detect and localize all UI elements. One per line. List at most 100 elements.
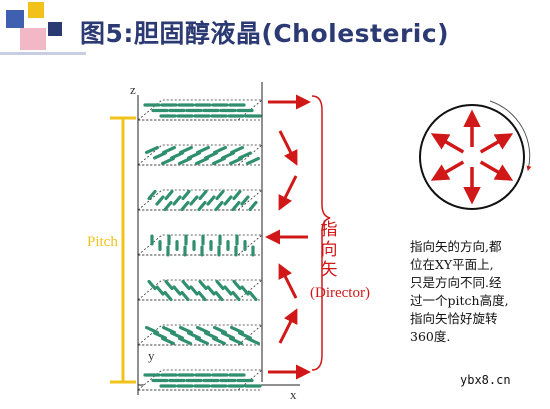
- molecule-rod: [215, 189, 225, 201]
- molecule-rod: [232, 189, 242, 201]
- molecule-layer: [136, 324, 264, 346]
- molecule-rod: [212, 156, 226, 166]
- molecule-rod: [178, 336, 192, 346]
- molecule-layer: [136, 279, 264, 302]
- molecule-rod: [180, 200, 190, 212]
- molecule-rod: [172, 285, 182, 296]
- molecule-rod: [229, 336, 243, 346]
- molecule-rod: [155, 195, 165, 206]
- molecule-layer: [136, 99, 264, 121]
- molecule-rod: [248, 200, 258, 212]
- molecule-rod: [187, 331, 201, 340]
- description-line: 指向矢恰好旋转: [410, 311, 498, 326]
- molecule-rod: [162, 325, 176, 335]
- molecule-rod: [145, 145, 159, 155]
- axis-z-label: z: [130, 82, 136, 97]
- rotation-circle: [419, 104, 525, 210]
- molecule-rod: [198, 279, 208, 291]
- director-char: 矢: [320, 260, 338, 280]
- molecule-rod: [164, 279, 174, 291]
- molecule-rod: [206, 285, 216, 296]
- director-arrows: [265, 94, 311, 380]
- axis-y-label: y: [148, 348, 155, 363]
- molecule-rod: [161, 156, 175, 166]
- molecule-rod: [189, 195, 199, 206]
- molecule-rod: [189, 285, 199, 296]
- molecule-rod: [221, 331, 235, 340]
- description-text: 指向矢的方向,都 位在XY平面上, 只是方向不同.经 过一个pitch高度, 指…: [410, 238, 540, 346]
- circle-arrow: [430, 133, 465, 154]
- molecule-rod: [248, 290, 258, 302]
- molecule-rod: [179, 325, 193, 335]
- circle-arrow: [479, 133, 514, 154]
- molecule-rod: [215, 279, 225, 291]
- molecule-rod: [213, 325, 227, 335]
- director-arrow: [278, 263, 298, 299]
- molecule-rod: [238, 331, 252, 340]
- decor-square-yellow: [28, 2, 44, 18]
- molecule-rod: [197, 290, 207, 302]
- pitch-bracket: [110, 116, 136, 384]
- molecule-rod: [240, 285, 250, 296]
- director-brace: [311, 95, 331, 371]
- description-line: 过一个pitch高度,: [410, 293, 509, 308]
- molecule-rod: [161, 336, 175, 346]
- description-line: 360度.: [410, 329, 451, 344]
- molecule-rod: [246, 156, 260, 166]
- molecule-rod: [170, 331, 184, 340]
- director-char: 指: [320, 220, 338, 240]
- molecule-rod: [180, 290, 190, 302]
- molecule-rod: [212, 336, 226, 346]
- molecule-rod: [206, 195, 216, 206]
- molecular-layers: [136, 99, 264, 391]
- watermark: ybx8.cn: [460, 373, 511, 387]
- molecule-rod: [246, 336, 260, 346]
- molecule-rod: [198, 189, 208, 201]
- molecule-rod: [214, 200, 224, 212]
- molecule-rod: [172, 195, 182, 206]
- axis-x-label: x: [290, 387, 297, 402]
- decor-bar: [0, 52, 86, 55]
- director-label-cn: 指 向 矢: [318, 220, 340, 280]
- decor-square-pink: [20, 28, 46, 50]
- molecule-rod: [181, 279, 191, 291]
- director-char: 向: [320, 240, 338, 260]
- molecule-rod: [181, 189, 191, 201]
- molecule-rod: [197, 200, 207, 212]
- molecule-rod: [240, 195, 250, 206]
- circle-director-arrows: [430, 109, 514, 205]
- decor-square-blue: [6, 10, 24, 28]
- molecule-rod: [223, 195, 233, 206]
- molecule-rod: [223, 285, 233, 296]
- molecule-rod: [163, 290, 173, 302]
- page-title: 图5:胆固醇液晶(Cholesteric): [80, 19, 450, 48]
- molecule-rod: [214, 290, 224, 302]
- molecule-layer: [136, 189, 264, 212]
- rotation-arrow: [489, 100, 532, 171]
- molecule-layer: [136, 234, 264, 257]
- molecule-rod: [204, 331, 218, 340]
- circle-arrow: [479, 160, 514, 181]
- molecule-rod: [163, 200, 173, 212]
- molecule-rod: [195, 336, 209, 346]
- director-arrow: [278, 130, 298, 166]
- molecule-rod: [178, 156, 192, 166]
- molecule-rod: [196, 325, 210, 335]
- molecule-rod: [195, 156, 209, 166]
- molecule-rod: [145, 325, 159, 335]
- molecule-rod: [229, 156, 243, 166]
- molecule-rod: [147, 189, 157, 201]
- description-line: 指向矢的方向,都: [410, 239, 502, 254]
- molecule-rod: [147, 279, 157, 291]
- molecule-rod: [232, 279, 242, 291]
- molecule-layer: [136, 144, 264, 166]
- molecule-layer: [136, 369, 264, 391]
- molecule-rod: [230, 325, 244, 335]
- molecule-rod: [231, 200, 241, 212]
- decor-square-navy: [48, 22, 62, 36]
- circle-arrow: [430, 160, 465, 181]
- director-label-en: (Director): [310, 285, 370, 301]
- director-arrow: [278, 308, 298, 344]
- molecule-rod: [153, 151, 167, 160]
